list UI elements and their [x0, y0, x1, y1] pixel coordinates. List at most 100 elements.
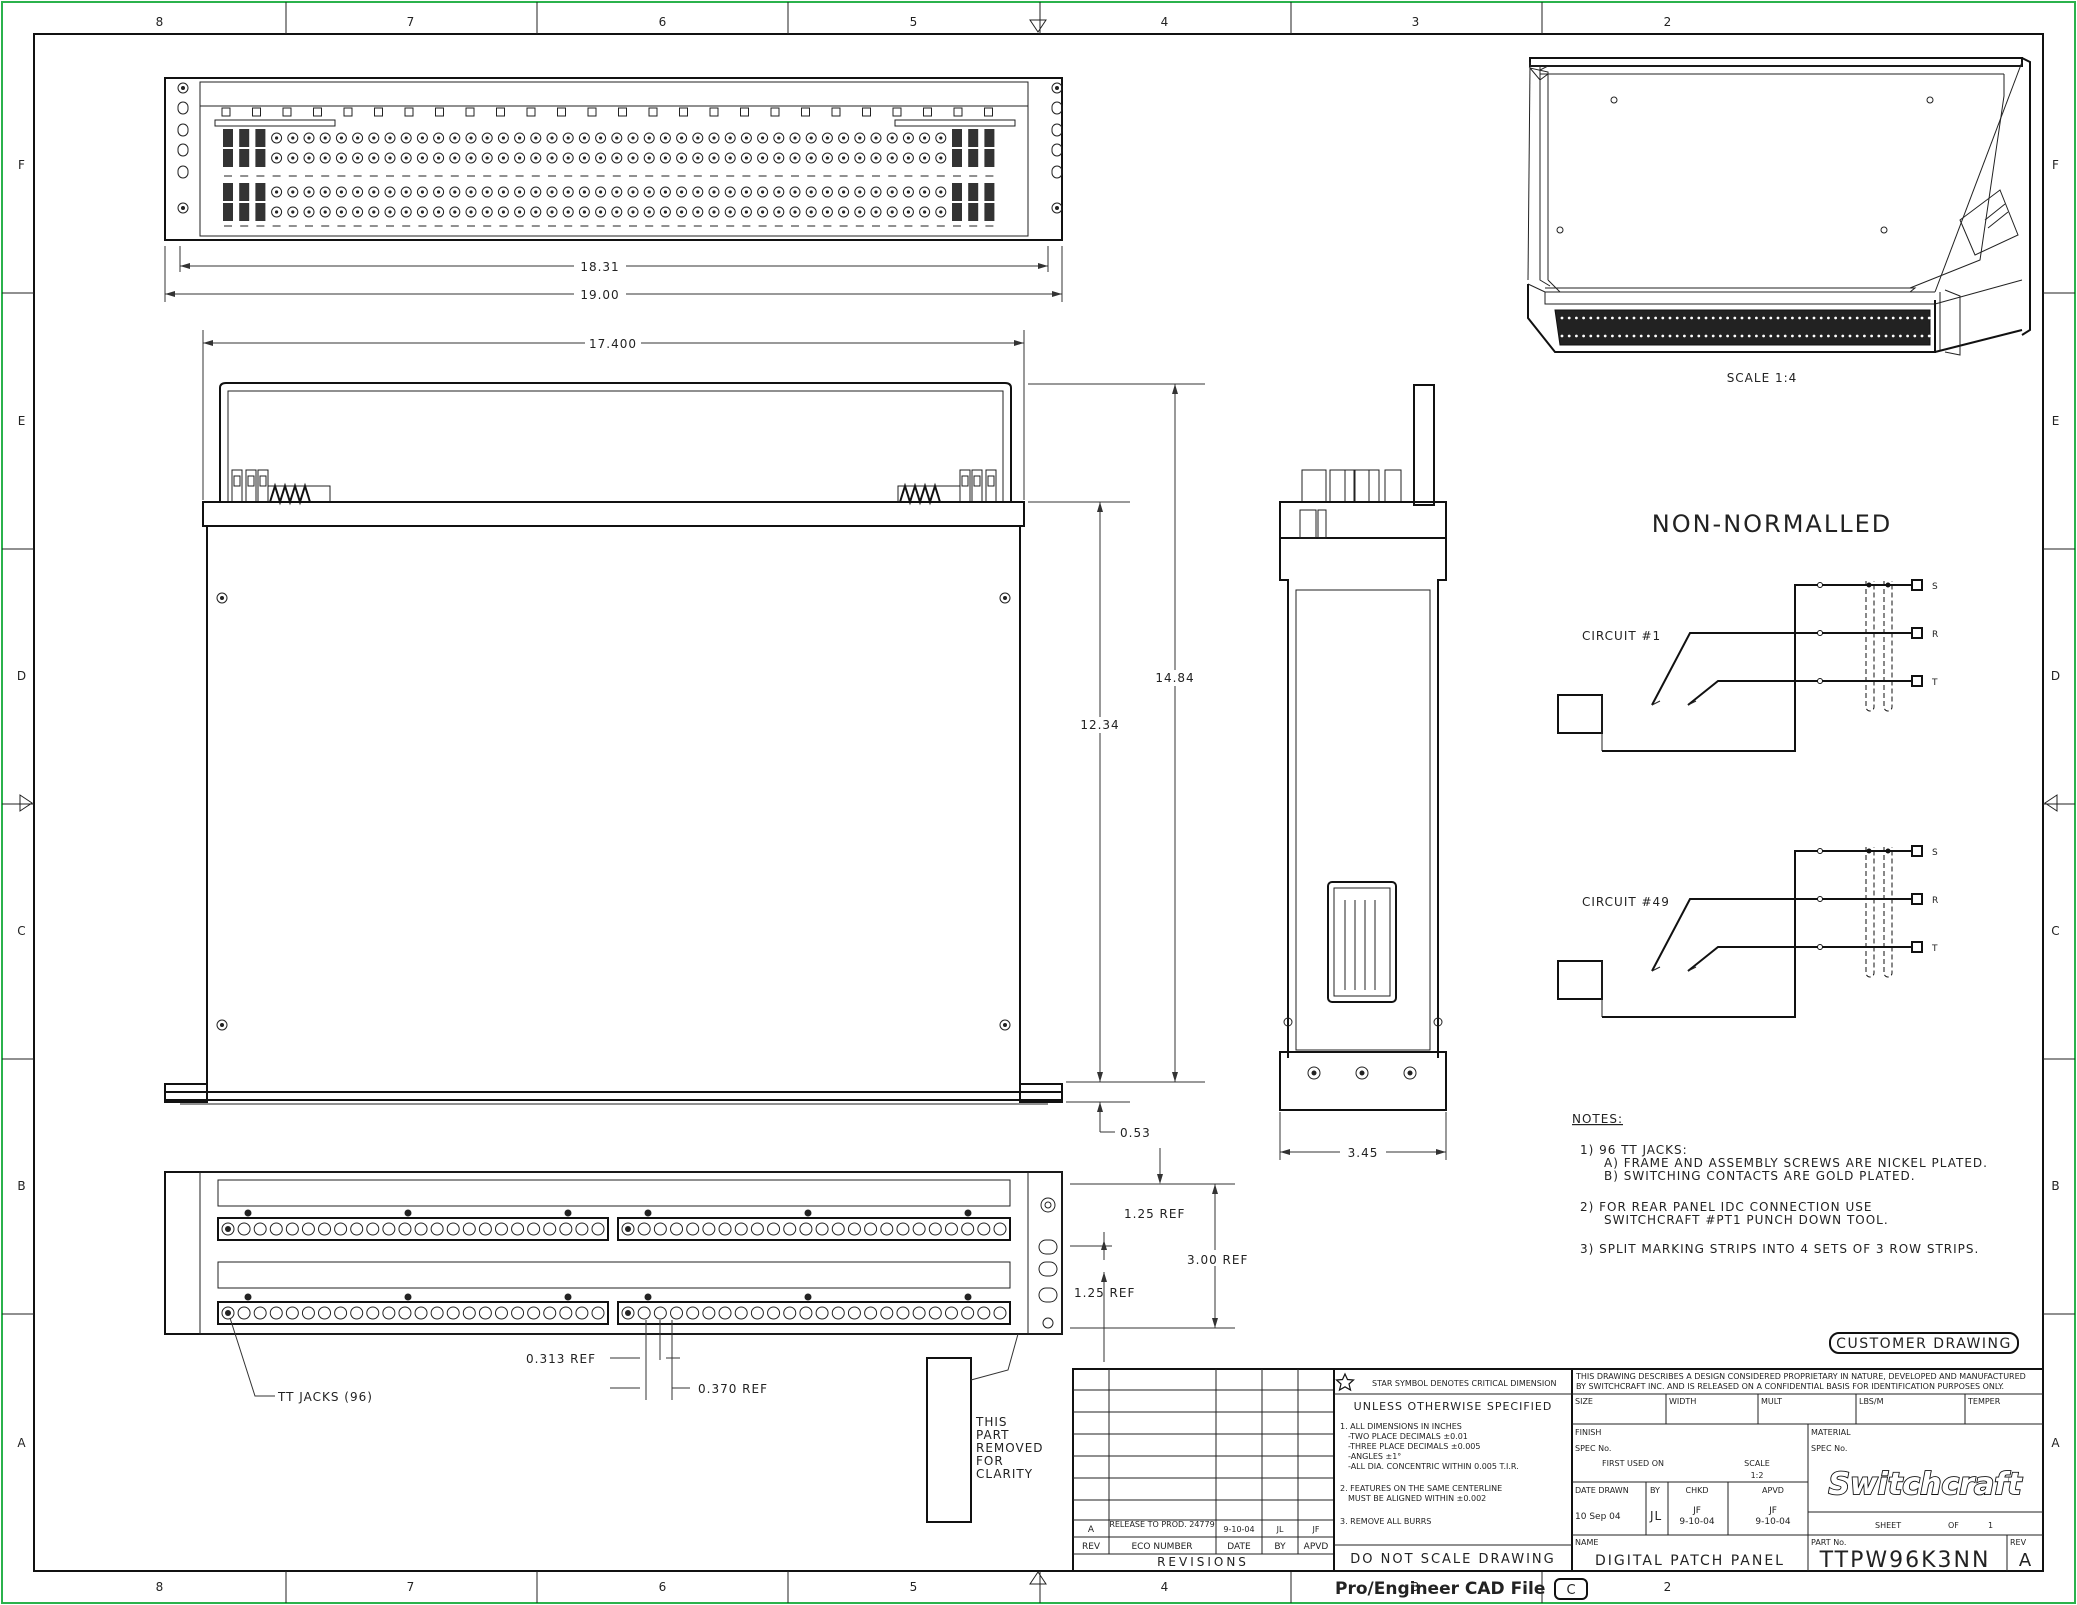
tol-line-6: 2. FEATURES ON THE SAME CENTERLINE: [1340, 1484, 1502, 1493]
front-jack-field: [214, 107, 1016, 227]
isometric-view: SCALE 1:4: [1527, 57, 2031, 385]
tol-line-5: -ALL DIA. CONCENTRIC WITHIN 0.005 T.I.R.: [1348, 1462, 1519, 1471]
circuit-1: CIRCUIT #1 S R T: [1557, 579, 1938, 752]
dim-bracket: 0.53: [1120, 1126, 1151, 1140]
removed-note-2: PART: [976, 1428, 1009, 1442]
dim-row-spacing-bottom: 1.25 REF: [1074, 1286, 1135, 1300]
zone-col-label-bottom: 2: [1664, 1580, 1673, 1594]
circuit-1-label: CIRCUIT #1: [1582, 629, 1661, 643]
revisions-label: REVISIONS: [1157, 1555, 1249, 1569]
notes: NOTES: 1) 96 TT JACKS: A) FRAME AND ASSE…: [1572, 1112, 1987, 1256]
title-block: A RELEASE TO PROD. 24779 9-10-04 JL JF R…: [1072, 1368, 2044, 1573]
zone-col-label-bottom: 6: [659, 1580, 668, 1594]
note-2: 2) FOR REAR PANEL IDC CONNECTION USE: [1580, 1200, 1872, 1214]
rev-row-rev: A: [1088, 1525, 1095, 1535]
schematic-title: NON-NORMALLED: [1652, 510, 1893, 538]
zone-row-label-left: E: [18, 414, 27, 428]
circuit-49: CIRCUIT #49 S R T: [1557, 845, 1938, 1018]
zone-col-label-top: 4: [1161, 15, 1170, 29]
tol-line-1: 1. ALL DIMENSIONS IN INCHES: [1340, 1422, 1462, 1431]
rev-row-date: 9-10-04: [1223, 1525, 1254, 1534]
zone-row-label-left: A: [17, 1436, 26, 1450]
dim-side-width: 3.45: [1348, 1146, 1379, 1160]
star-note: STAR SYMBOL DENOTES CRITICAL DIMENSION: [1372, 1379, 1556, 1388]
spec-label-2: SPEC No.: [1811, 1444, 1847, 1453]
top-connectors: [231, 469, 997, 506]
terminal-label: S: [1932, 848, 1938, 858]
product-label-plate: [1327, 881, 1397, 1003]
rev-label: REV: [2010, 1538, 2027, 1547]
removed-note-4: FOR: [976, 1454, 1004, 1468]
dim-row-spacing-top: 1.25 REF: [1124, 1207, 1185, 1221]
note-1: 1) 96 TT JACKS:: [1580, 1143, 1688, 1157]
zone-col-label-bottom: 5: [910, 1580, 919, 1594]
cad-file-label: Pro/Engineer CAD File: [1335, 1579, 1545, 1599]
proprietary-1: THIS DRAWING DESCRIBES A DESIGN CONSIDER…: [1575, 1372, 2026, 1381]
rev-header-date: DATE: [1227, 1542, 1251, 1552]
zone-row-label-right: D: [2051, 669, 2061, 683]
iso-scale-label: SCALE 1:4: [1727, 371, 1798, 385]
rev-header-eco: ECO NUMBER: [1131, 1542, 1192, 1552]
tolerance-block: STAR SYMBOL DENOTES CRITICAL DIMENSION U…: [1334, 1369, 1573, 1571]
rev-row-eco: RELEASE TO PROD. 24779: [1109, 1520, 1214, 1529]
lbsm-label: LBS/M: [1859, 1397, 1884, 1406]
terminal-label: R: [1932, 630, 1938, 640]
first-used-label: FIRST USED ON: [1602, 1459, 1664, 1468]
drawing-frame: [33, 33, 2044, 1572]
sheet-label: SHEET: [1875, 1521, 1901, 1530]
name-label: NAME: [1575, 1538, 1598, 1547]
iso-screws: [1556, 96, 1934, 234]
mult-label: MULT: [1761, 1397, 1782, 1406]
footer: Pro/Engineer CAD File C: [1335, 1578, 1588, 1600]
side-view: 3.45: [1279, 384, 1447, 1160]
terminal-label: R: [1932, 896, 1938, 906]
sheet-number: 1: [1988, 1521, 1993, 1530]
rev-header-apvd: APVD: [1304, 1542, 1329, 1552]
apvd-label: APVD: [1762, 1486, 1784, 1495]
finish-label: FINISH: [1575, 1428, 1601, 1437]
rear-idc-rows: [221, 1209, 1007, 1320]
zone-col-label-bottom: 4: [1161, 1580, 1170, 1594]
tol-line-2: -TWO PLACE DECIMALS ±0.01: [1348, 1432, 1468, 1441]
scale-value: 1:2: [1751, 1471, 1764, 1480]
dim-inner-width: 18.31: [580, 260, 619, 274]
note-3: 3) SPLIT MARKING STRIPS INTO 4 SETS OF 3…: [1580, 1242, 1979, 1256]
approved-by: JF: [1768, 1506, 1777, 1516]
callout-tt-jacks: TT JACKS (96): [277, 1390, 373, 1404]
terminal-label: T: [1931, 944, 1938, 954]
by-label: BY: [1650, 1486, 1660, 1495]
rear-view: 1.25 REF 1.25 REF 3.00 REF 0.313 REF 0.3…: [164, 1148, 1248, 1404]
dim-rear-height: 3.00 REF: [1187, 1253, 1248, 1267]
zone-row-label-right: C: [2051, 924, 2060, 938]
rev-row-by: JL: [1276, 1525, 1284, 1534]
front-view: 18.31 19.00: [164, 77, 1063, 302]
zone-row-label-left: C: [17, 924, 26, 938]
terminal-label: S: [1932, 582, 1938, 592]
part-label: PART No.: [1811, 1538, 1846, 1547]
zone-row-label-right: B: [2051, 1179, 2060, 1193]
circuit-49-label: CIRCUIT #49: [1582, 895, 1670, 909]
dim-depth-inner: 12.34: [1080, 718, 1119, 732]
zone-col-label-bottom: 3: [1412, 1580, 1421, 1594]
zone-row-label-right: E: [2052, 414, 2061, 428]
terminal-label: T: [1931, 678, 1938, 688]
removed-note-3: REMOVED: [976, 1441, 1044, 1455]
customer-drawing-label: CUSTOMER DRAWING: [1836, 1336, 2012, 1352]
dim-top-width: 17.400: [589, 337, 637, 351]
zone-row-label-left: F: [18, 158, 26, 172]
notes-header: NOTES:: [1572, 1112, 1623, 1126]
part-number: TTPW96K3NN: [1819, 1548, 1991, 1573]
zone-row-label-left: B: [17, 1179, 26, 1193]
dim-pitch-b: 0.370 REF: [698, 1382, 768, 1396]
rev-header-rev: REV: [1082, 1542, 1101, 1552]
rev-row-apvd: JF: [1312, 1525, 1320, 1534]
rev-header-by: BY: [1274, 1542, 1286, 1552]
note-1b: B) SWITCHING CONTACTS ARE GOLD PLATED.: [1604, 1169, 1916, 1183]
tol-line-4: -ANGLES ±1°: [1348, 1452, 1401, 1461]
rev-value: A: [2019, 1550, 2032, 1571]
spec-label: SPEC No.: [1575, 1444, 1611, 1453]
